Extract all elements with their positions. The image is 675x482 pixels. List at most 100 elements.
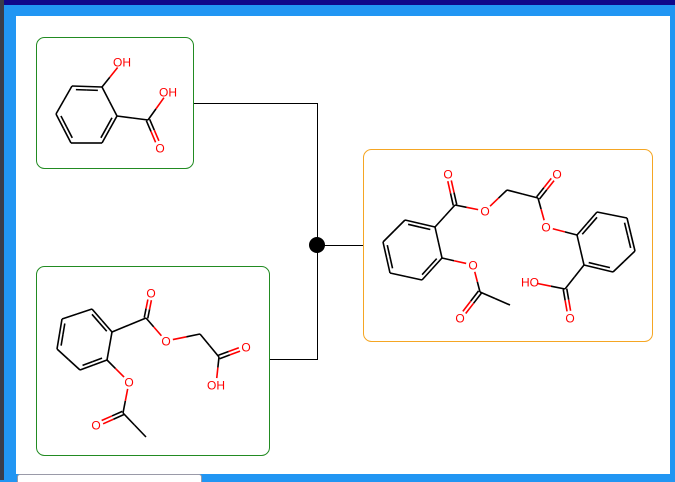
bond: [110, 332, 113, 346]
bond: [565, 232, 577, 235]
atom-label: O: [552, 168, 561, 182]
atom-label: O: [480, 205, 489, 219]
reaction-node[interactable]: [309, 237, 325, 253]
bond: [563, 289, 565, 300]
bond: [454, 261, 466, 264]
bond: [230, 351, 240, 355]
bond: [102, 130, 110, 144]
bond: [135, 425, 147, 437]
bond: [123, 401, 125, 413]
atom-label: O: [565, 312, 574, 326]
bond: [383, 242, 387, 258]
bond: [575, 265, 585, 277]
bond: [107, 346, 110, 360]
bond: [64, 129, 72, 144]
bond: [110, 102, 118, 117]
bond: [435, 216, 445, 227]
bond: [63, 324, 65, 335]
bond: [64, 86, 72, 100]
bond: [569, 300, 571, 311]
bond: [587, 212, 597, 224]
bond: [565, 277, 575, 289]
bond: [405, 220, 420, 224]
bond: [229, 348, 239, 352]
product-box[interactable]: [364, 150, 653, 342]
bond: [112, 325, 129, 332]
bond: [538, 198, 541, 209]
atom-label: O: [161, 335, 170, 349]
bond: [148, 109, 156, 120]
bond: [218, 352, 228, 356]
bond: [148, 309, 150, 318]
bond: [599, 269, 614, 273]
bond: [541, 209, 544, 220]
bond: [56, 100, 64, 114]
bond: [57, 349, 69, 360]
bond: [117, 116, 133, 118]
bond: [432, 258, 442, 269]
bond: [507, 190, 523, 194]
bond: [186, 334, 200, 337]
bond: [102, 77, 110, 87]
bond: [387, 258, 391, 274]
bond: [92, 309, 102, 321]
bond: [390, 273, 406, 277]
bond: [390, 257, 393, 269]
bond: [133, 118, 149, 120]
bond: [613, 262, 624, 273]
bond: [589, 263, 600, 266]
bond: [419, 227, 430, 230]
bond: [499, 190, 507, 198]
atom-label: O: [124, 376, 133, 390]
bond: [480, 292, 495, 299]
atom-label: O: [91, 419, 100, 433]
bond: [490, 198, 498, 206]
bond: [451, 193, 454, 205]
bond: [475, 272, 478, 282]
bond: [584, 265, 599, 269]
bond: [567, 289, 569, 300]
bond: [420, 224, 435, 228]
bond: [87, 87, 102, 88]
bond: [495, 299, 510, 306]
bond: [150, 300, 152, 309]
atom-label: O: [443, 168, 452, 182]
connector-reactant-2: [270, 245, 318, 360]
bond: [57, 334, 60, 349]
bond: [72, 86, 87, 87]
bond: [110, 116, 118, 130]
bond: [406, 277, 422, 281]
bond: [577, 235, 581, 250]
bond: [387, 245, 390, 257]
bond: [597, 212, 612, 215]
bond: [146, 300, 148, 309]
bond: [435, 227, 439, 243]
bond: [173, 337, 187, 340]
bond: [200, 334, 210, 346]
bond: [624, 251, 635, 262]
bond: [631, 235, 635, 252]
bond: [220, 355, 230, 359]
bond: [408, 224, 419, 227]
bond: [394, 220, 405, 231]
atom-label: O: [146, 287, 155, 301]
bond: [217, 368, 218, 379]
bond: [577, 224, 587, 236]
bond: [439, 243, 443, 259]
connector-reactant-1: [194, 104, 318, 246]
bond: [83, 362, 93, 366]
bond: [477, 282, 480, 292]
atom-label: OH: [113, 56, 131, 70]
bond: [565, 300, 567, 311]
bond: [523, 194, 539, 198]
atom-label: O: [155, 142, 164, 156]
bond: [144, 309, 146, 318]
bond: [218, 357, 219, 368]
bond: [61, 335, 63, 346]
bond: [60, 319, 63, 334]
bond: [102, 87, 110, 102]
bond: [154, 327, 162, 336]
